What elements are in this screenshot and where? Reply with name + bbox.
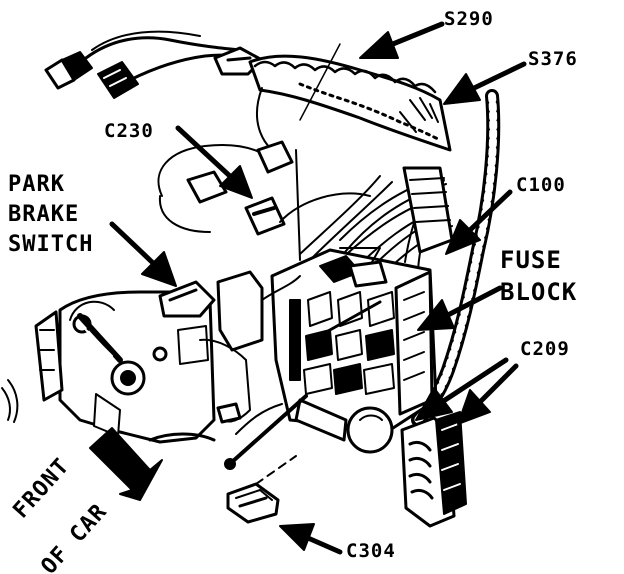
c100-bundle: [299, 166, 454, 291]
c230-connectors: [157, 140, 371, 261]
fuse-block-line-1: FUSE: [500, 246, 562, 274]
c304-label: C304: [346, 540, 396, 562]
park-brake-assembly: [34, 270, 301, 444]
c304-arrow: [279, 523, 343, 555]
c100-arrow: [445, 189, 513, 255]
right-conduit: [411, 89, 501, 427]
s290-label: S290: [444, 8, 494, 30]
fuse-block-line-2: BLOCK: [500, 278, 578, 306]
left-edge-curves: [1, 379, 19, 423]
front-of-car-line-2: OF CAR: [36, 499, 113, 574]
c209-arrow-right: [457, 363, 519, 425]
front-of-car-label: FRONT OF CAR: [9, 454, 120, 574]
front-of-car-arrow: [89, 427, 163, 501]
fuse-block-label: FUSE BLOCK: [500, 248, 577, 304]
top-left-connectors: [44, 30, 264, 99]
s376-arrow: [443, 61, 527, 105]
c100-label: C100: [516, 174, 566, 196]
park-brake-switch-line-2: BRAKE: [8, 202, 80, 227]
fuse-block: [270, 247, 438, 454]
park-brake-arrow: [109, 221, 177, 287]
c209-label: C209: [520, 338, 570, 360]
c209-arrow-left: [415, 357, 509, 421]
park-brake-switch-line-1: PARK: [8, 172, 65, 197]
callout-arrows: [89, 21, 527, 555]
mounting-rod: [224, 394, 308, 470]
c209-connector: [400, 411, 467, 528]
park-brake-switch-line-3: SWITCH: [8, 232, 94, 257]
c230-label: C230: [104, 120, 154, 142]
c230-arrow: [175, 125, 253, 199]
c304-connector: [226, 455, 297, 524]
s376-label: S376: [528, 48, 578, 70]
fuse-block-arrow: [417, 285, 503, 331]
s290-arrow: [359, 21, 445, 59]
park-brake-switch-label: PARK BRAKE SWITCH: [8, 174, 93, 256]
